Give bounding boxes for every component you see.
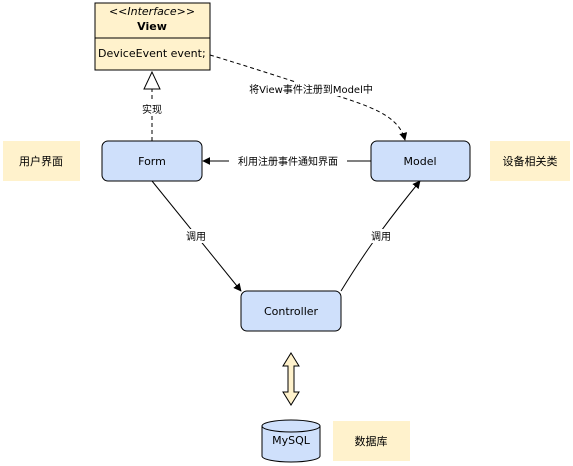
register-edge: 将View事件注册到Model中 <box>209 54 408 141</box>
up-down-arrow-icon <box>282 352 300 406</box>
call-edge-right: 调用 <box>340 180 421 292</box>
ui-note: 用户界面 <box>3 141 80 181</box>
controller-node[interactable]: Controller <box>240 290 342 332</box>
controller-label: Controller <box>264 305 319 318</box>
database-note-label: 数据库 <box>355 434 388 448</box>
form-label: Form <box>138 155 166 168</box>
mysql-database[interactable]: MySQL <box>261 419 321 463</box>
implements-edge: 实现 <box>137 70 167 141</box>
register-label: 将View事件注册到Model中 <box>249 83 373 96</box>
device-note: 设备相关类 <box>490 141 570 181</box>
hollow-triangle-icon <box>143 70 161 90</box>
call-edge-left: 调用 <box>151 180 242 292</box>
ui-note-label: 用户界面 <box>19 154 63 168</box>
mysql-label: MySQL <box>272 434 311 447</box>
view-interface-box[interactable]: <<Interface>> View DeviceEvent event; <box>94 2 211 71</box>
interface-attribute: DeviceEvent event; <box>98 47 206 60</box>
notify-edge: 利用注册事件通知界面 <box>202 154 371 168</box>
model-label: Model <box>403 155 436 168</box>
implements-label: 实现 <box>142 103 162 116</box>
device-note-label: 设备相关类 <box>503 154 558 168</box>
interface-stereotype: <<Interface>> <box>109 5 195 18</box>
database-note: 数据库 <box>333 421 410 461</box>
form-node[interactable]: Form <box>101 140 203 182</box>
call-left-label: 调用 <box>186 231 206 243</box>
call-right-label: 调用 <box>371 231 391 243</box>
interface-name: View <box>137 20 167 33</box>
model-node[interactable]: Model <box>370 140 471 182</box>
notify-label: 利用注册事件通知界面 <box>238 155 338 168</box>
